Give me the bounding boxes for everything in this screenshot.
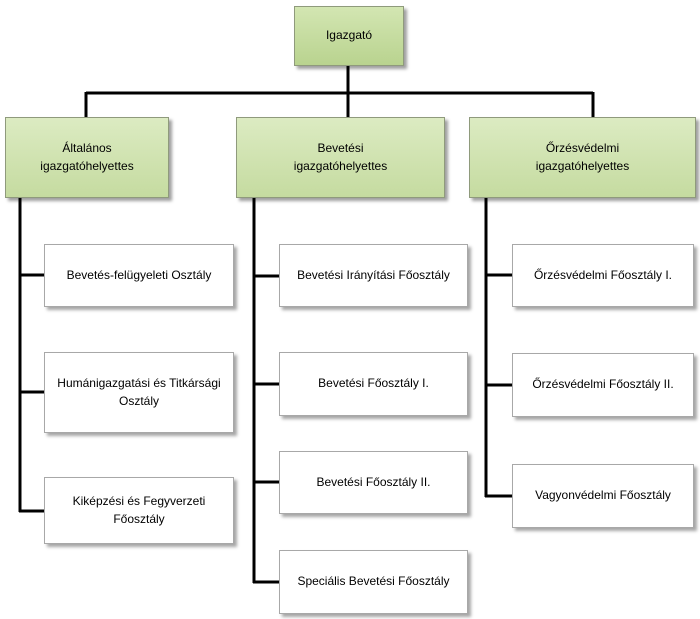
node-unit-3-3[interactable]: Vagyonvédelmi Főosztály	[512, 464, 694, 528]
node-unit-2-2-label: Bevetési Főosztály I.	[318, 376, 429, 391]
node-unit-2-4-label: Speciális Bevetési Főosztály	[297, 574, 450, 589]
node-deputy-1-label: Általános igazgatóhelyettes	[40, 141, 134, 173]
node-root[interactable]: Igazgató	[294, 6, 404, 66]
node-deputy-3-label: Őrzésvédelmi igazgatóhelyettes	[535, 141, 630, 173]
node-unit-1-1-label: Bevetés-felügyeleti Osztály	[66, 267, 212, 282]
node-unit-2-1[interactable]: Bevetési Irányítási Főosztály	[279, 244, 468, 307]
node-unit-1-2-label: Humánigazgatási és Titkársági Osztály	[57, 376, 221, 408]
node-unit-3-2[interactable]: Őrzésvédelmi Főosztály II.	[512, 353, 694, 417]
node-deputy-2-label: Bevetési igazgatóhelyettes	[293, 141, 388, 173]
node-unit-2-4[interactable]: Speciális Bevetési Főosztály	[279, 550, 468, 614]
node-unit-1-2[interactable]: Humánigazgatási és Titkársági Osztály	[44, 352, 234, 433]
node-unit-3-2-label: Őrzésvédelmi Főosztály II.	[532, 377, 674, 392]
node-unit-2-1-label: Bevetési Irányítási Főosztály	[297, 267, 450, 282]
node-unit-1-3-label: Kiképzési és Fegyverzeti Főosztály	[72, 494, 206, 526]
node-unit-3-1-label: Őrzésvédelmi Főosztály I.	[533, 267, 673, 282]
node-unit-1-1[interactable]: Bevetés-felügyeleti Osztály	[44, 244, 234, 307]
node-root-label: Igazgató	[325, 28, 373, 43]
node-deputy-1[interactable]: Általános igazgatóhelyettes	[5, 117, 169, 198]
node-deputy-2[interactable]: Bevetési igazgatóhelyettes	[236, 117, 445, 198]
node-unit-2-2[interactable]: Bevetési Főosztály I.	[279, 352, 468, 416]
node-unit-3-3-label: Vagyonvédelmi Főosztály	[535, 488, 671, 503]
node-unit-3-1[interactable]: Őrzésvédelmi Főosztály I.	[512, 244, 694, 307]
node-unit-1-3[interactable]: Kiképzési és Fegyverzeti Főosztály	[44, 477, 234, 544]
node-unit-2-3[interactable]: Bevetési Főosztály II.	[279, 451, 468, 514]
node-deputy-3[interactable]: Őrzésvédelmi igazgatóhelyettes	[469, 117, 696, 198]
node-unit-2-3-label: Bevetési Főosztály II.	[316, 474, 431, 489]
